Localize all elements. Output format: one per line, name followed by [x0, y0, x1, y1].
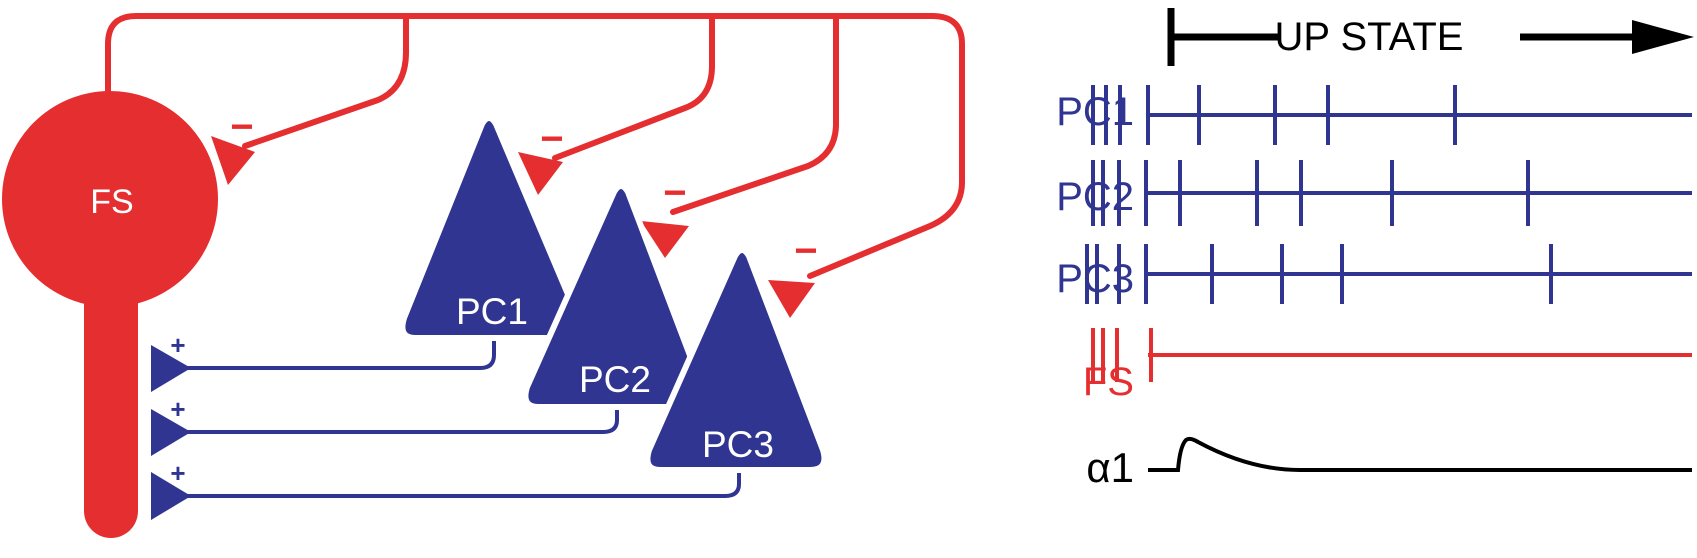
raster-row-label-pc2: PC2: [1056, 175, 1134, 219]
inhibitory-synapse-fs: [211, 136, 255, 185]
alpha1-trace: [1148, 436, 1692, 472]
excitatory-synapses: [151, 345, 191, 520]
pc2-label: PC2: [579, 359, 651, 400]
pc-labels: PC1 PC2 PC3: [456, 291, 774, 465]
inhibitory-synapses: [211, 136, 815, 318]
pc3-axon: [182, 466, 741, 498]
inhibitory-synapse-pc3: [768, 280, 815, 318]
inhibitory-synapse-pc2: [641, 221, 689, 258]
inhibitory-sign-fs: −: [230, 105, 253, 149]
fs-axon-branch-self: [242, 13, 409, 149]
excitatory-sign-pc1: +: [170, 330, 185, 360]
up-state-header: UP STATE: [1167, 8, 1694, 66]
fs-label: FS: [90, 183, 133, 221]
fs-axon-trunk: [105, 13, 965, 279]
pc3-soma: [644, 247, 828, 473]
fs-axon-branch-pc1: [552, 13, 715, 161]
excitatory-synapse-pc3: [151, 472, 191, 520]
excitatory-sign-pc3: +: [170, 458, 185, 488]
fs-neuron: FS: [2, 91, 218, 538]
inhibitory-signs: − − − −: [230, 105, 817, 273]
pc1-label: PC1: [456, 291, 528, 332]
excitatory-sign-pc2: +: [170, 394, 185, 424]
up-state-label: UP STATE: [1275, 15, 1464, 59]
inhibitory-sign-pc2: −: [663, 171, 686, 215]
pc-excitatory-axons: [182, 335, 741, 498]
fs-soma: [2, 91, 218, 307]
pc2-axon: [182, 404, 619, 434]
up-state-arrowhead: [1632, 20, 1694, 54]
alpha1-label: α1: [1086, 444, 1134, 491]
pc3-label: PC3: [702, 424, 774, 465]
raster-rows: PC1 PC2 PC3 FS: [1056, 85, 1692, 404]
excitatory-synapse-pc2: [151, 409, 191, 456]
inhibitory-sign-pc3: −: [794, 229, 817, 273]
pyramidal-cells: [399, 115, 828, 473]
excitatory-signs: + + +: [170, 330, 185, 488]
alpha1-trace-row: α1: [1086, 436, 1692, 491]
fs-inhibitory-axon: [105, 13, 965, 279]
excitatory-synapse-pc1: [151, 345, 191, 392]
spike-raster: UP STATE PC1 PC2 PC3 FS α1: [1056, 8, 1694, 491]
raster-row-label-fs: FS: [1083, 360, 1134, 404]
fs-axon-hillock: [84, 268, 138, 538]
raster-row-label-pc1: PC1: [1056, 90, 1134, 134]
inhibitory-sign-pc1: −: [540, 117, 563, 161]
circuit-diagram: FS − − − − + + +: [2, 13, 965, 538]
inhibitory-synapse-pc1: [518, 152, 563, 195]
pc1-axon: [182, 335, 496, 370]
fs-axon-branch-pc2: [670, 13, 839, 215]
